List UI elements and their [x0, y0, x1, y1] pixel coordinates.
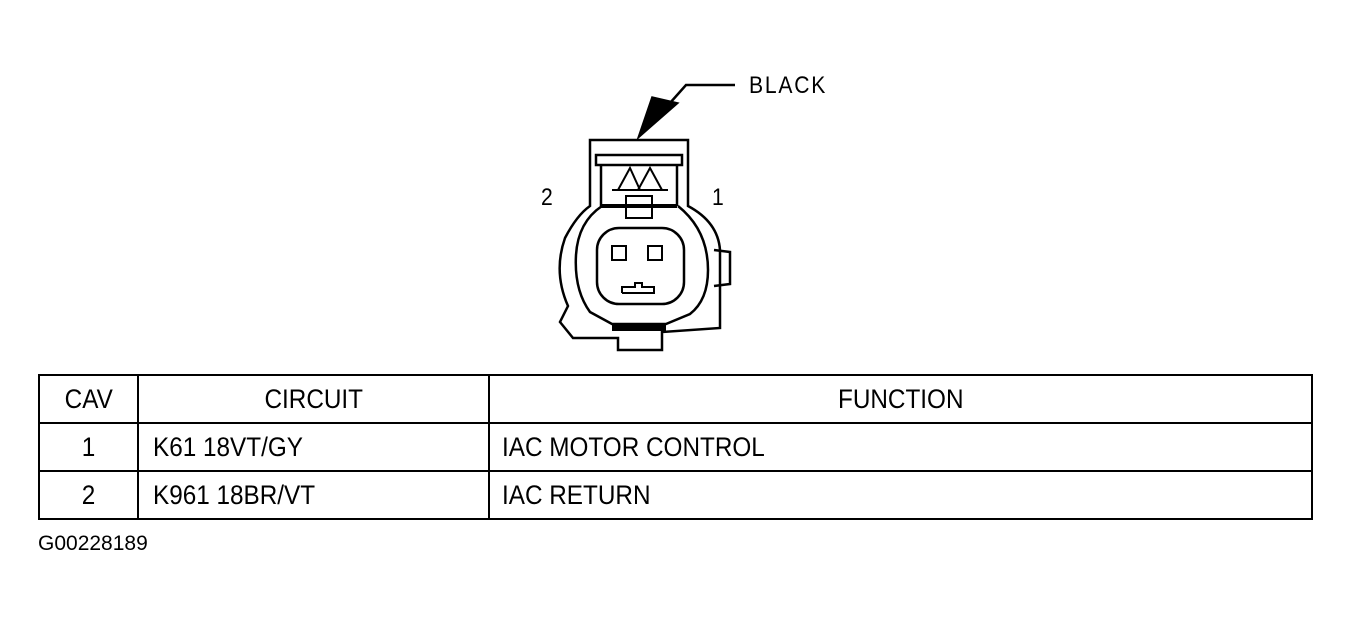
circuit-cell: K61 18VT/GY: [137, 422, 490, 472]
connector-body: [558, 138, 722, 352]
connector-color-label: BLACK: [749, 72, 828, 99]
function-cell: IAC RETURN: [488, 470, 1313, 520]
table-row: 2 K961 18BR/VT IAC RETURN: [38, 470, 1313, 520]
cavity-label-1: 1: [712, 184, 724, 211]
circuit-cell: K961 18BR/VT: [137, 470, 490, 520]
figure-id: G00228189: [38, 532, 148, 555]
connector-seal: [612, 324, 666, 331]
pinout-table: CAV CIRCUIT FUNCTION 1 K61 18VT/GY IAC M…: [38, 374, 1313, 520]
connector-lock-bar: [594, 153, 684, 208]
header-circuit: CIRCUIT: [137, 374, 490, 424]
function-cell: IAC MOTOR CONTROL: [488, 422, 1313, 472]
connector-latch-tab: [713, 248, 732, 288]
table-header-row: CAV CIRCUIT FUNCTION: [38, 374, 1313, 424]
color-leader-arrow: [636, 83, 735, 141]
connector-face: [595, 226, 686, 306]
header-function: FUNCTION: [488, 374, 1313, 424]
table-row: 1 K61 18VT/GY IAC MOTOR CONTROL: [38, 422, 1313, 472]
connector-diagram: [558, 83, 735, 352]
header-cav: CAV: [38, 374, 139, 424]
cavity-label-2: 2: [541, 184, 553, 211]
cav-cell: 2: [38, 470, 139, 520]
cav-cell: 1: [38, 422, 139, 472]
terminal-arrows: [612, 165, 668, 219]
